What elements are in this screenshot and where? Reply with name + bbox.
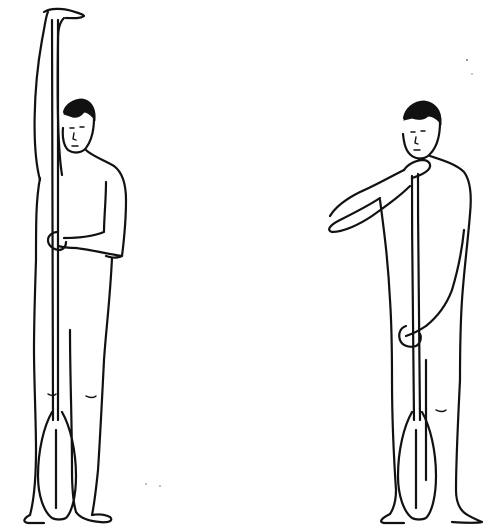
left-figure-legs bbox=[30, 258, 112, 515]
left-figure-torso bbox=[34, 150, 126, 350]
left-figure-paddle-blade bbox=[38, 412, 76, 520]
right-figure-paddle-blade bbox=[398, 412, 436, 520]
right-figure-paddle-shaft bbox=[412, 174, 420, 420]
right-figure-knee-marks bbox=[436, 410, 446, 412]
right-figure-face bbox=[411, 131, 425, 150]
left-figure-raised-arm bbox=[35, 12, 64, 180]
right-figure-legs bbox=[390, 360, 466, 514]
left-figure-lowered-arm bbox=[58, 182, 122, 256]
right-figure-feet bbox=[381, 514, 482, 523]
right-figure-hair bbox=[404, 101, 441, 124]
left-figure bbox=[24, 9, 126, 523]
left-figure-face bbox=[70, 127, 84, 146]
right-figure-lower-hand bbox=[399, 326, 421, 347]
right-figure-lower-arm bbox=[406, 230, 464, 336]
right-figure bbox=[329, 101, 482, 523]
left-figure-hair bbox=[64, 99, 95, 120]
left-figure-top-hand bbox=[44, 9, 84, 18]
right-figure-raised-arm bbox=[329, 170, 410, 232]
print-specks bbox=[145, 59, 473, 487]
left-figure-paddle-shaft bbox=[52, 20, 58, 420]
